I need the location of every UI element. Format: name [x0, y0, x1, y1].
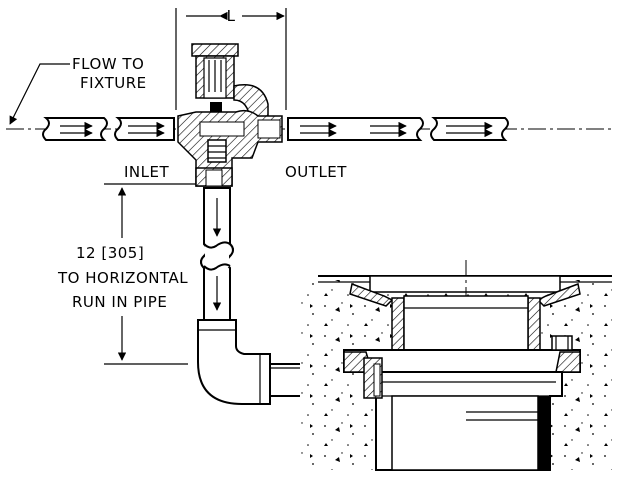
- height-label-line3: RUN IN PIPE: [72, 293, 167, 311]
- height-label-line2: TO HORIZONTAL: [57, 269, 188, 287]
- inlet-pipe: [42, 117, 175, 141]
- outlet-pipe: [287, 117, 509, 141]
- outlet-label: OUTLET: [285, 163, 347, 181]
- dimension-l-label: L: [227, 7, 236, 25]
- height-dimension: 12 [305] TO HORIZONTAL RUN IN PIPE: [57, 183, 196, 365]
- trap-primer-valve: [177, 43, 283, 187]
- drop-pipe: [200, 187, 234, 321]
- dimension-l: L: [175, 7, 287, 110]
- floor-drain: [343, 260, 581, 471]
- elbow-fitting: [197, 319, 271, 405]
- flow-to-fixture-line1: FLOW TO: [72, 55, 144, 73]
- flow-to-fixture-line2: FIXTURE: [80, 74, 147, 92]
- flow-to-fixture-callout: FLOW TO FIXTURE: [9, 55, 147, 125]
- inlet-label: INLET: [124, 163, 169, 181]
- height-label-line1: 12 [305]: [76, 244, 144, 262]
